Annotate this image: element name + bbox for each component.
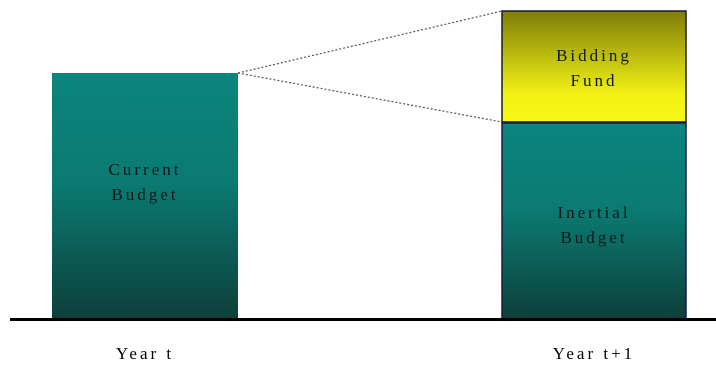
bidding-fund-label-line2: Fund xyxy=(570,71,618,90)
year-t-plus-1-label: Year t+1 xyxy=(552,344,636,363)
current-budget-box xyxy=(52,73,238,319)
bidding-fund-label: Bidding Fund xyxy=(502,43,686,93)
projection-line-bottom xyxy=(237,72,503,123)
current-budget-label-line2: Budget xyxy=(111,185,179,204)
bidding-fund-label-line1: Bidding xyxy=(556,46,632,65)
inertial-budget-label: Inertial Budget xyxy=(502,200,686,250)
current-budget-label: Current Budget xyxy=(52,157,238,207)
year-t-label: Year t xyxy=(115,344,175,363)
projection-line-top xyxy=(237,10,503,74)
current-budget-label-line1: Current xyxy=(108,160,182,179)
bidding-fund-box xyxy=(501,10,687,123)
inertial-budget-label-line2: Budget xyxy=(560,228,628,247)
inertial-budget-label-line1: Inertial xyxy=(557,203,631,222)
